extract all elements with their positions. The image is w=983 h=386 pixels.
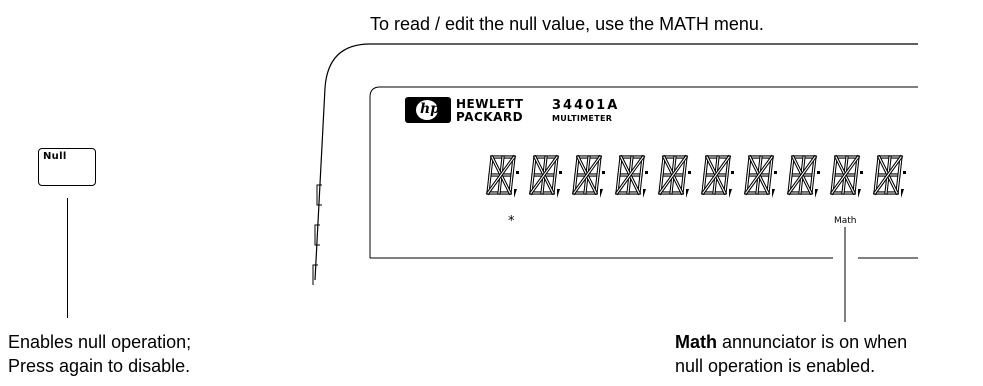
null-key-caption-line2: Press again to disable. (8, 356, 191, 376)
display-window-edge (369, 86, 918, 258)
brand-line1: HEWLETT (456, 97, 524, 111)
brand-name: HEWLETT PACKARD (456, 98, 523, 124)
math-caption-line2: null operation is enabled. (675, 356, 876, 376)
panel-tab (312, 264, 318, 285)
panel-tab (316, 184, 322, 206)
brand-line2: PACKARD (456, 110, 524, 124)
segment-digit (485, 154, 519, 198)
hp-logo: hp (405, 97, 451, 123)
null-key-leader-line (67, 198, 68, 318)
null-key-caption: Enables null operation; Press again to d… (8, 330, 191, 378)
null-key-label: Null (43, 151, 67, 162)
model-number: 34401A (552, 98, 620, 113)
segment-digit (614, 154, 648, 198)
segment-digit (743, 154, 777, 198)
segment-digit (700, 154, 734, 198)
model-subtitle: MULTIMETER (552, 114, 613, 123)
math-bold-label: Math (675, 332, 717, 352)
display-digits (485, 154, 906, 198)
panel-tab (314, 224, 320, 246)
math-menu-caption: To read / edit the null value, use the M… (370, 14, 764, 34)
segment-digit (657, 154, 691, 198)
hp-logo-glyph: hp (420, 101, 440, 117)
null-key[interactable]: Null (38, 148, 96, 186)
segment-digit (571, 154, 605, 198)
star-annunciator: * (508, 214, 515, 229)
math-annunciator-caption: Math annunciator is on when null operati… (675, 330, 907, 378)
segment-digit (786, 154, 820, 198)
segment-digit (872, 154, 906, 198)
segment-digit (829, 154, 863, 198)
segment-digit (528, 154, 562, 198)
math-caption-line1-rest: annunciator is on when (717, 332, 908, 352)
panel-outer-edge (314, 43, 918, 281)
null-key-caption-line1: Enables null operation; (8, 332, 192, 352)
math-annunciator: Math (834, 216, 857, 226)
